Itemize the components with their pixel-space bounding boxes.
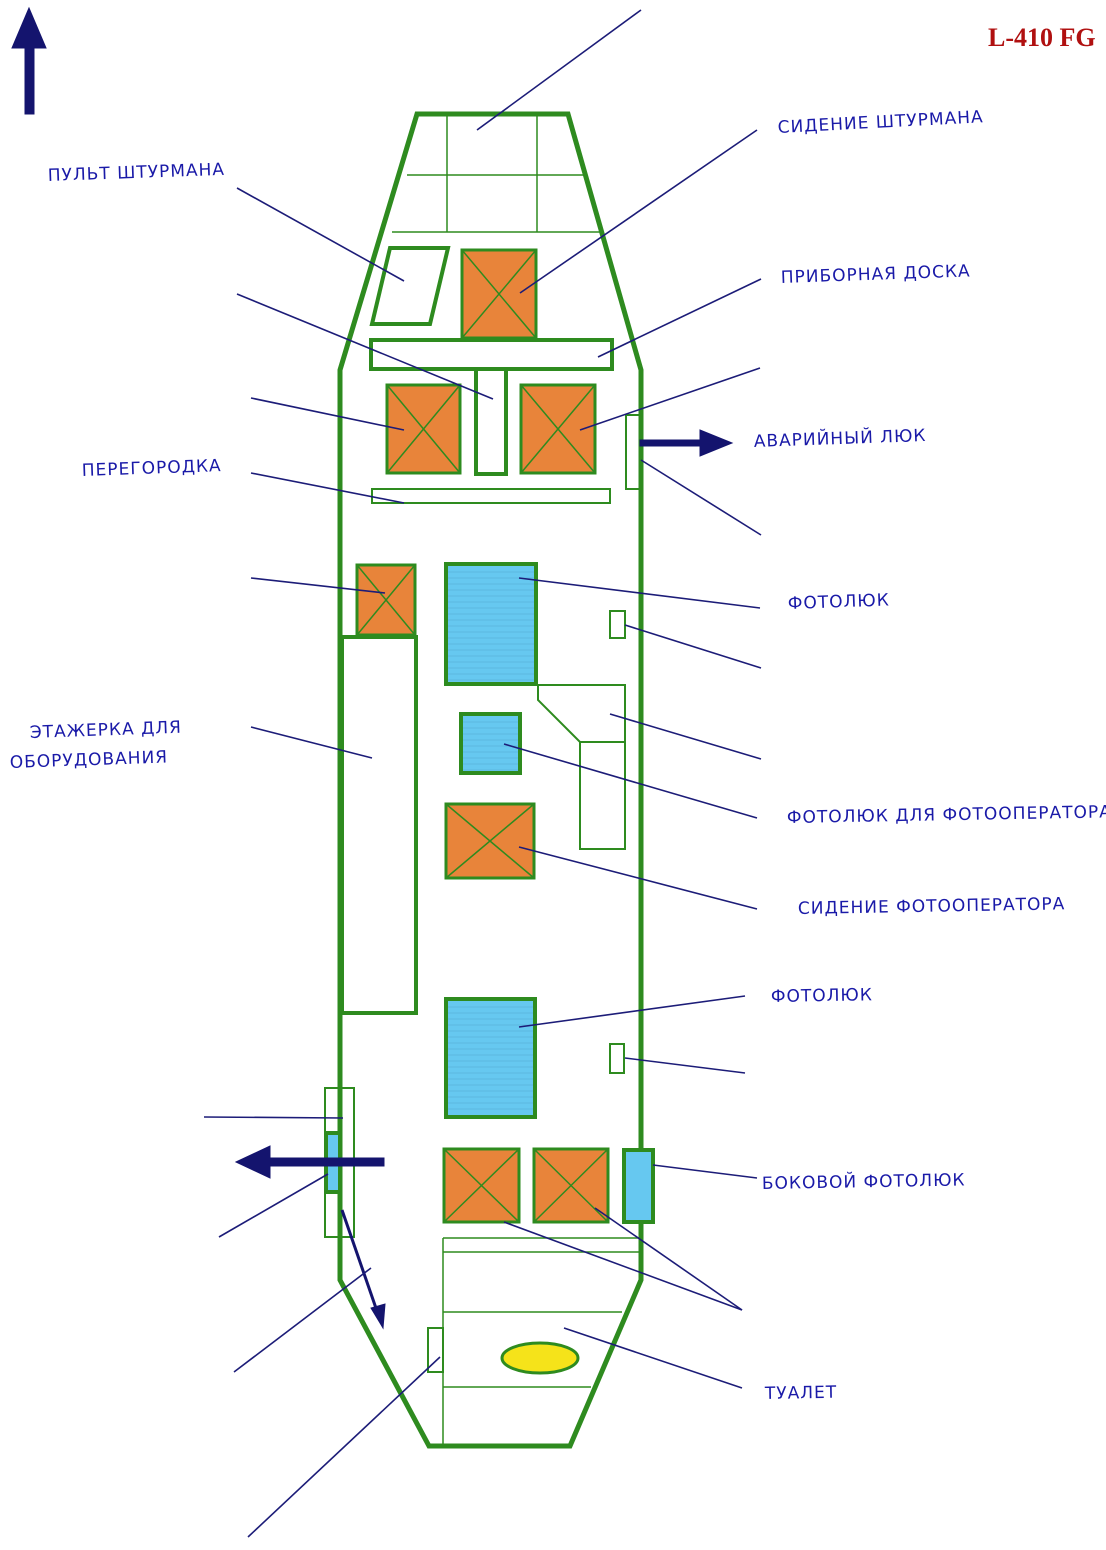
toilet-compartment <box>427 1237 639 1446</box>
side-photo-hatch <box>622 1148 655 1224</box>
left-arrow-icon <box>234 1145 385 1179</box>
photo-operator-seat <box>444 802 536 880</box>
photo-hatch-2 <box>444 997 537 1119</box>
photo-hatch-2-label: ФОТОЛЮК <box>771 985 873 1007</box>
side-photo-hatch-label: БОКОВОЙ ФОТОЛЮК <box>762 1168 966 1194</box>
emergency-hatch <box>625 414 643 490</box>
operator-seat-label: СИДЕНИЕ ФОТООПЕРАТОРА <box>798 894 1066 919</box>
rack-seat <box>355 563 417 637</box>
photo-hatch-1-label: ФОТОЛЮК <box>787 590 890 614</box>
right-arrow-icon <box>639 429 734 457</box>
side-window-1 <box>609 610 626 639</box>
center-console <box>474 367 508 476</box>
partition <box>371 488 611 504</box>
navigator-seat-label: СИДЕНИЕ ШТУРМАНА <box>777 107 984 138</box>
equipment-rack-label-line1: ЭТАЖЕРКА ДЛЯ <box>29 718 182 743</box>
partition-label: ПЕРЕГОРОДКА <box>81 456 222 481</box>
navigator-console-label: ПУЛЬТ ШТУРМАНА <box>47 160 225 186</box>
leader-lines <box>203 9 762 1538</box>
operator-photo-hatch-label: ФОТОЛЮК ДЛЯ ФОТООПЕРАТОРА <box>787 802 1106 828</box>
photo-hatch-1 <box>444 562 538 686</box>
side-window-2 <box>609 1043 625 1074</box>
navigator-seat <box>460 248 538 340</box>
navigator-console <box>369 246 451 326</box>
photographer-console <box>537 684 626 743</box>
instrument-panel <box>369 338 614 371</box>
photographer-cabinet <box>579 741 626 850</box>
equipment-rack-label-line2: ОБОРУДОВАНИЯ <box>9 747 168 773</box>
toilet-bowl <box>500 1341 580 1375</box>
passenger-seat-left <box>442 1147 521 1224</box>
equipment-rack <box>340 635 418 1015</box>
instrument-panel-label: ПРИБОРНАЯ ДОСКА <box>780 261 970 288</box>
diagonal-arrow-icon <box>340 1209 386 1330</box>
aircraft-title: L-410 FG <box>988 23 1096 52</box>
emergency-hatch-label: АВАРИЙНЫЙ ЛЮК <box>753 424 926 452</box>
toilet-label: ТУАЛЕТ <box>764 1383 838 1404</box>
up-arrow-icon <box>11 6 47 115</box>
cockpit-windshield-grid <box>392 114 601 233</box>
operator-photo-hatch <box>459 712 522 775</box>
passenger-seat-right <box>532 1147 610 1224</box>
